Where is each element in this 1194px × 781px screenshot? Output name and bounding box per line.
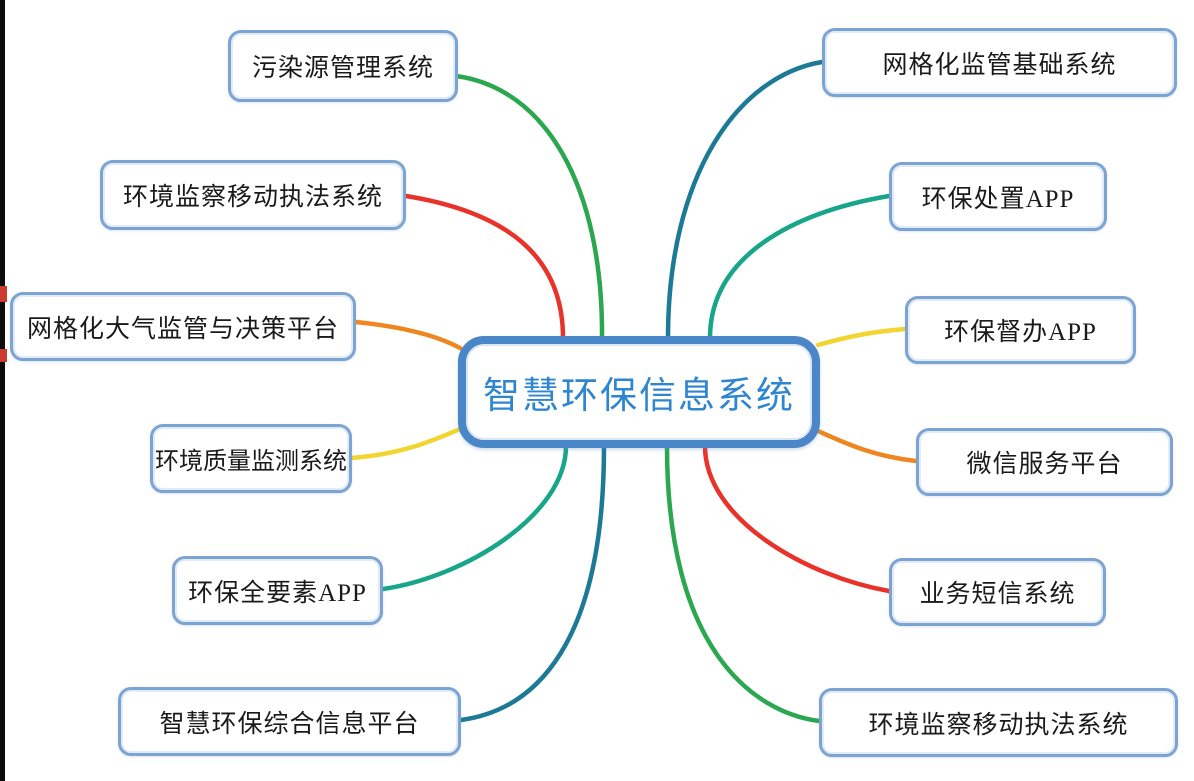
node-label: 环保督办APP xyxy=(944,319,1097,346)
branch-curve-left-3 xyxy=(353,319,463,351)
left-edge-red-mark xyxy=(0,286,7,302)
node-label: 网格化大气监管与决策平台 xyxy=(26,315,339,343)
node-grid-supervision-basic-system[interactable]: 网格化监管基础系统 xyxy=(822,28,1177,97)
node-label: 环保处置APP xyxy=(921,185,1075,213)
node-env-disposal-app[interactable]: 环保处置APP xyxy=(889,162,1107,231)
left-edge-red-mark xyxy=(0,349,7,362)
node-env-quality-monitoring[interactable]: 环境质量监测系统 xyxy=(150,424,352,493)
node-wechat-service-platform[interactable]: 微信服务平台 xyxy=(916,428,1173,496)
node-business-sms-system[interactable]: 业务短信系统 xyxy=(889,558,1106,626)
node-label: 环保全要素APP xyxy=(188,579,367,607)
node-label: 环境监察移动执法系统 xyxy=(122,184,383,211)
node-pollution-source-management[interactable]: 污染源管理系统 xyxy=(228,30,458,102)
node-grid-atmosphere-supervision-decision-platform[interactable]: 网格化大气监管与决策平台 xyxy=(10,292,356,361)
node-label: 智慧环保综合信息平台 xyxy=(159,710,420,738)
branch-curve-left-5 xyxy=(380,443,569,592)
branch-curve-left-1 xyxy=(453,73,605,341)
node-smart-env-comprehensive-info-platform[interactable]: 智慧环保综合信息平台 xyxy=(118,687,461,756)
node-label: 环境质量监测系统 xyxy=(155,449,347,475)
node-env-inspection-mobile-enforcement-right[interactable]: 环境监察移动执法系统 xyxy=(819,688,1178,757)
branch-curve-right-6 xyxy=(664,443,822,724)
node-env-supervision-app[interactable]: 环保督办APP xyxy=(905,296,1136,364)
central-node[interactable]: 智慧环保信息系统 xyxy=(458,336,820,448)
branch-curve-right-5 xyxy=(702,443,892,594)
node-label: 微信服务平台 xyxy=(966,451,1123,478)
branch-curve-right-2 xyxy=(707,193,892,341)
node-env-inspection-mobile-enforcement-left[interactable]: 环境监察移动执法系统 xyxy=(100,160,406,230)
node-label: 业务短信系统 xyxy=(919,581,1076,608)
node-label: 环境监察移动执法系统 xyxy=(868,711,1129,739)
branch-curve-left-6 xyxy=(458,443,607,723)
node-label: 污染源管理系统 xyxy=(251,55,434,82)
node-label: 网格化监管基础系统 xyxy=(882,51,1117,79)
branch-curve-left-4 xyxy=(349,426,463,461)
branch-curve-right-4 xyxy=(815,428,919,464)
node-env-all-elements-app[interactable]: 环保全要素APP xyxy=(172,556,383,625)
left-edge-artifact-strip xyxy=(0,0,5,781)
central-node-label: 智慧环保信息系统 xyxy=(483,376,795,417)
branch-curve-right-3 xyxy=(815,326,908,348)
branch-curve-left-2 xyxy=(403,193,566,341)
branch-curve-right-1 xyxy=(665,59,825,341)
